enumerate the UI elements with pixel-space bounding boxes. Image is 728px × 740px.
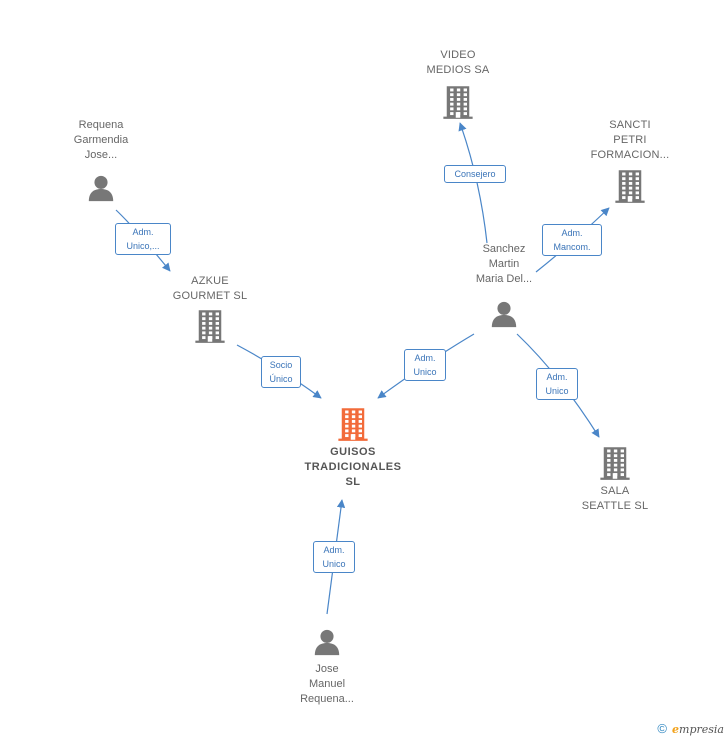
node-label[interactable]: Requena Garmendia Jose...	[73, 119, 129, 161]
node-label[interactable]: Sanchez Martin Maria Del...	[475, 243, 533, 285]
edge-sanchez-to-video	[458, 122, 488, 244]
building-icon[interactable]	[612, 168, 648, 209]
node-label[interactable]: SALA SEATTLE SL	[581, 485, 649, 512]
person-icon[interactable]	[489, 299, 519, 334]
node-label[interactable]: SANCTI PETRI FORMACION...	[590, 119, 670, 161]
edge-label-e2[interactable]: Adm. Mancom.	[542, 224, 602, 256]
footer-credit: © empresia	[657, 721, 724, 736]
building-icon[interactable]	[335, 406, 371, 447]
node-label[interactable]: AZKUE GOURMET SL	[172, 275, 248, 302]
person-icon[interactable]	[312, 627, 342, 662]
node-label[interactable]: GUISOS TRADICIONALES SL	[304, 446, 402, 488]
person-icon[interactable]	[86, 173, 116, 208]
edge-label-e1[interactable]: Consejero	[444, 165, 506, 183]
brand-logo[interactable]: empresia	[672, 723, 724, 736]
edge-label-e6[interactable]: Adm. Unico	[536, 368, 578, 400]
edge-label-e7[interactable]: Adm. Unico	[313, 541, 355, 573]
building-icon[interactable]	[192, 308, 228, 349]
building-icon[interactable]	[440, 84, 476, 125]
copyright-icon: ©	[657, 721, 667, 736]
building-icon[interactable]	[597, 445, 633, 486]
node-label[interactable]: VIDEO MEDIOS SA	[426, 49, 490, 76]
edge-label-e3[interactable]: Adm. Unico,...	[115, 223, 171, 255]
edge-label-e5[interactable]: Adm. Unico	[404, 349, 446, 381]
node-label[interactable]: Jose Manuel Requena...	[300, 663, 354, 705]
edge-label-e4[interactable]: Socio Único	[261, 356, 301, 388]
edge-layer	[115, 122, 610, 615]
